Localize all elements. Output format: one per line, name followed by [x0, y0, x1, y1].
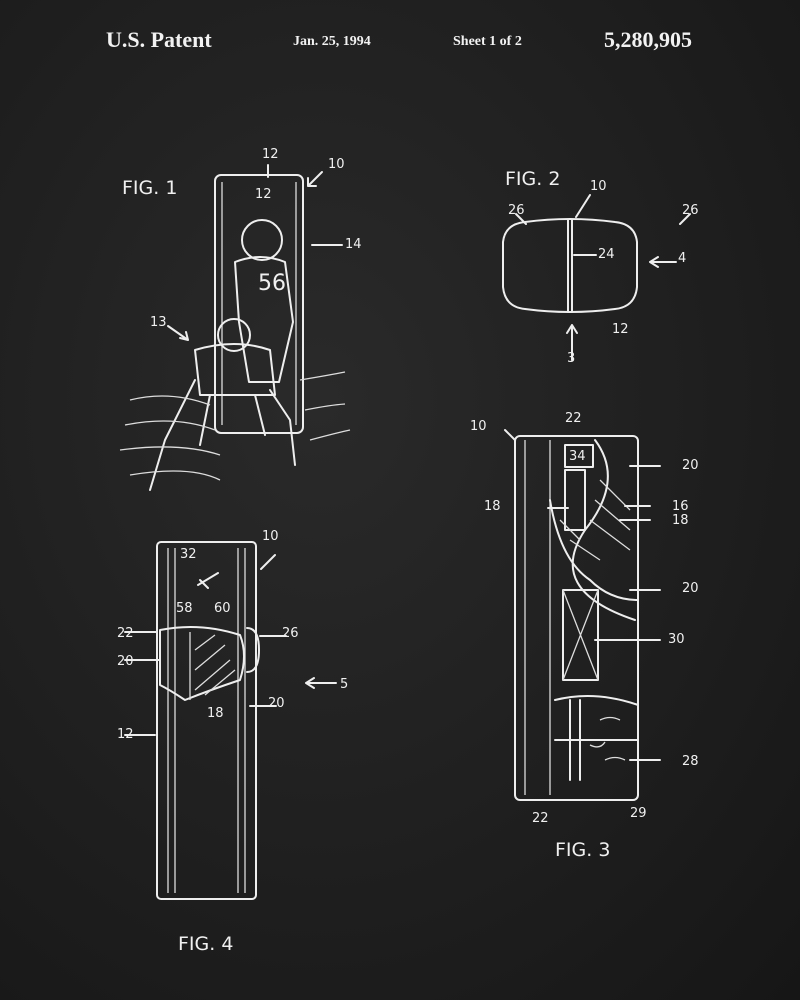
fig4-label: 60 — [214, 601, 231, 616]
fig3-label: 20 — [682, 458, 699, 473]
fig2-label: 26 — [508, 203, 525, 218]
fig1-label: 12 — [255, 187, 272, 202]
fig4-label: 22 — [117, 626, 134, 641]
patent-date: Jan. 25, 1994 — [293, 34, 371, 49]
fig3-label: 30 — [668, 632, 685, 647]
fig4-label: 10 — [262, 529, 279, 544]
fig1-label: 14 — [345, 237, 362, 252]
fig3-label: 22 — [565, 411, 582, 426]
fig3-label: 28 — [682, 754, 699, 769]
fig3-label: 10 — [470, 419, 487, 434]
fig1-label: 10 — [328, 157, 345, 172]
svg-text:56: 56 — [258, 271, 286, 296]
fig3-label: 22 — [532, 811, 549, 826]
patent-number: 5,280,905 — [604, 27, 692, 52]
fig2-title: FIG. 2 — [505, 168, 560, 190]
fig1-title: FIG. 1 — [122, 177, 177, 199]
fig1-drawing: 56 — [119, 164, 351, 491]
fig4-label: 12 — [117, 727, 134, 742]
fig2-label: 10 — [590, 179, 607, 194]
patent-label: U.S. Patent — [106, 27, 212, 52]
fig3-label: 16 — [672, 499, 689, 514]
fig2-label: 4 — [678, 251, 686, 266]
fig2-label: 24 — [598, 247, 615, 262]
fig3-title: FIG. 3 — [555, 839, 610, 861]
fig1-label: 12 — [262, 147, 279, 162]
sheet-number: Sheet 1 of 2 — [453, 34, 522, 49]
fig4-label: 18 — [207, 706, 224, 721]
fig3-label: 18 — [672, 513, 689, 528]
fig1-label: 13 — [150, 315, 167, 330]
fig4-title: FIG. 4 — [178, 933, 233, 955]
fig2-label: 26 — [682, 203, 699, 218]
fig4-label: 58 — [176, 601, 193, 616]
fig2-label: 3 — [567, 351, 575, 366]
fig2-label: 12 — [612, 322, 629, 337]
fig3-drawing — [504, 429, 661, 801]
fig4-label: 26 — [282, 626, 299, 641]
fig4-label: 5 — [340, 677, 348, 692]
fig3-label: 18 — [484, 499, 501, 514]
fig3-label: 34 — [569, 449, 586, 464]
fig4-label: 20 — [268, 696, 285, 711]
fig4-label: 20 — [117, 654, 134, 669]
fig2-drawing — [502, 194, 691, 361]
fig4-drawing — [124, 541, 337, 900]
fig3-label: 29 — [630, 806, 647, 821]
fig4-label: 32 — [180, 547, 197, 562]
fig3-label: 20 — [682, 581, 699, 596]
